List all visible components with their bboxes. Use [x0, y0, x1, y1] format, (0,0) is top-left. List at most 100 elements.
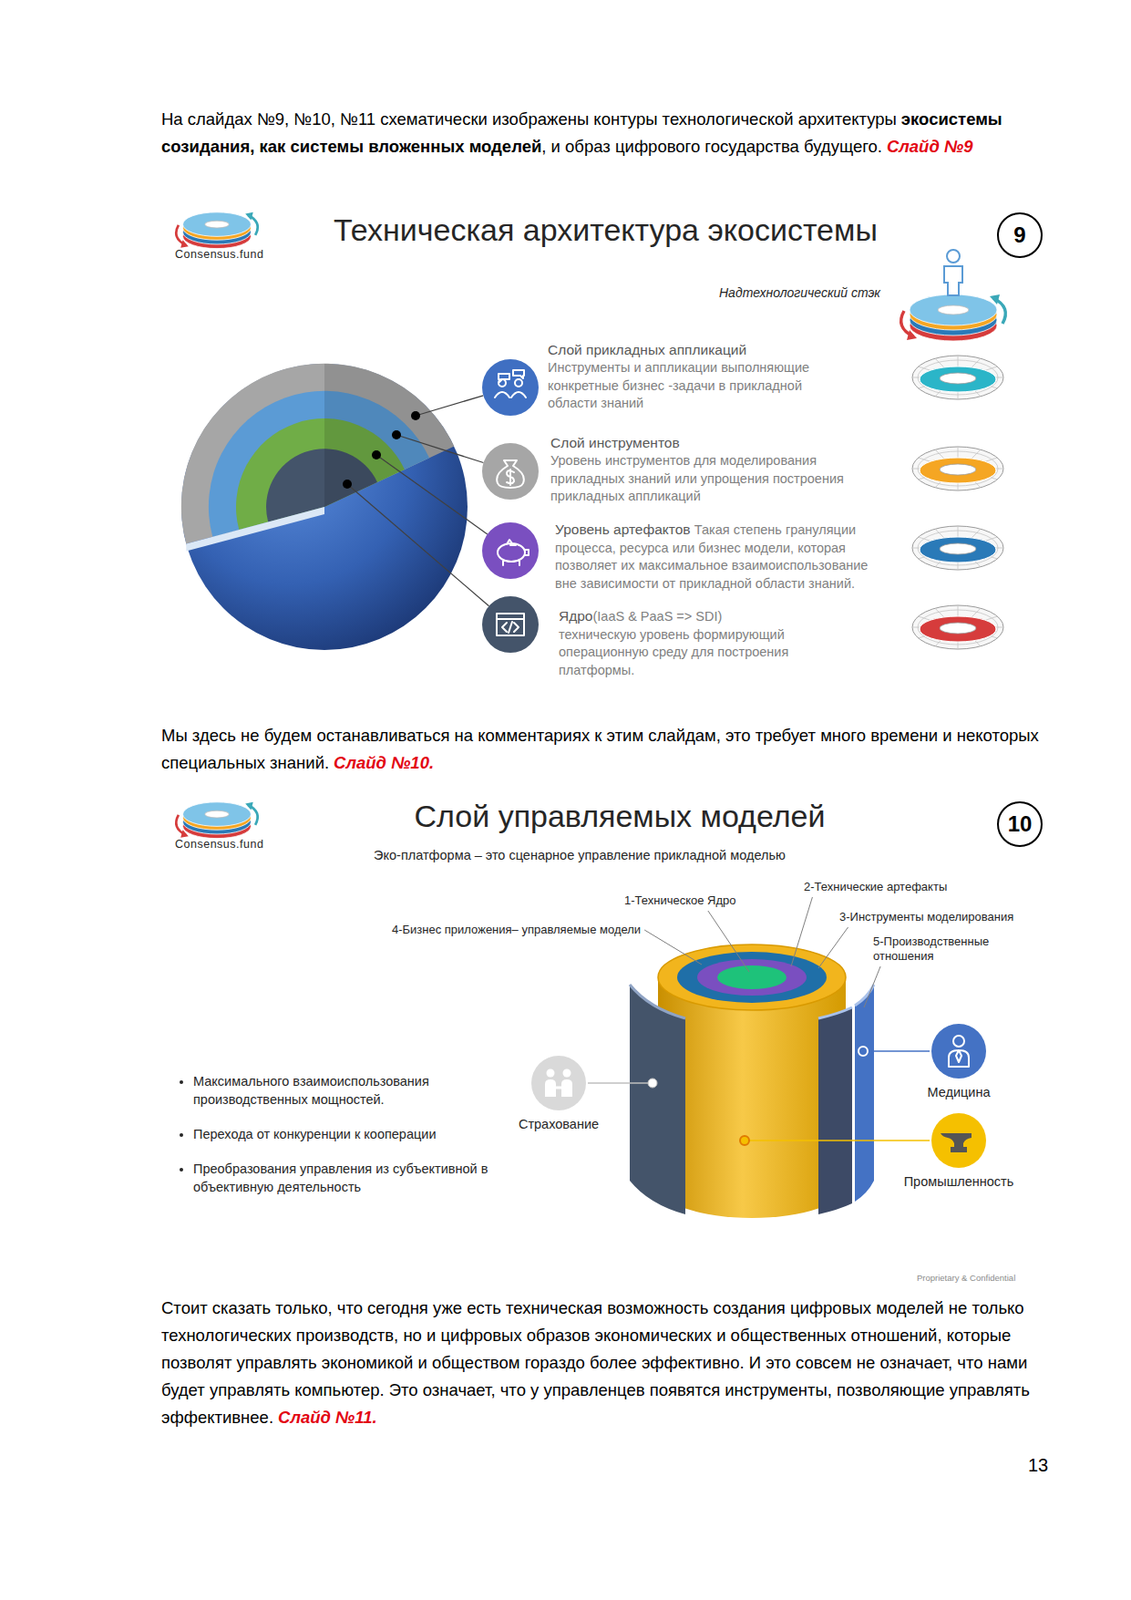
gold-cylinder	[658, 976, 846, 1218]
leader-dot	[371, 450, 381, 460]
paragraph-text: Мы здесь не будем останавливаться на ком…	[161, 725, 1039, 772]
slide-ref: Слайд №9	[886, 136, 974, 156]
logo-torus	[205, 220, 230, 228]
torus-band	[919, 536, 997, 563]
ring-blue	[677, 951, 827, 1003]
leader-line	[415, 395, 484, 416]
torus-band	[919, 616, 997, 642]
leader-line	[396, 434, 484, 463]
leader-dot	[342, 479, 352, 489]
logo-text: Consensus.fund	[174, 837, 264, 851]
industry-icon	[931, 1023, 987, 1079]
anvil-icon	[940, 1132, 972, 1152]
leader-line	[744, 1139, 930, 1142]
slide-subtitle: Эко-платформа – это сценарное управление…	[306, 846, 854, 864]
people-icon	[494, 391, 526, 398]
bag-icon	[506, 469, 515, 485]
slide-ref: Слайд №10.	[333, 752, 434, 772]
text-block: На слайдах №9, №10, №11 схематически изо…	[161, 105, 1050, 161]
layer-text: (IaaS & PaaS => SDI)	[592, 608, 722, 624]
text-block: Уровень артефактовТакая степень грануляц…	[555, 520, 884, 593]
industry-icon	[531, 1055, 587, 1111]
sphere-shade	[324, 363, 454, 507]
bullet-list: Максимального взаимоиспользования произв…	[173, 1071, 504, 1213]
person-body	[944, 266, 963, 296]
bullet-item: Преобразования управления из субъективно…	[193, 1159, 504, 1196]
logo-torus	[205, 810, 230, 818]
wire-torus	[912, 605, 1004, 649]
leader-line	[791, 896, 813, 967]
icon-circle	[531, 1055, 587, 1111]
leader-line	[818, 926, 849, 968]
leader-dot	[858, 1046, 868, 1056]
shell-panel	[818, 1007, 853, 1214]
bullet-item: Перехода от конкуренции к кооперации	[193, 1124, 504, 1143]
stack-torus-arrow	[906, 329, 917, 340]
hands-icon	[555, 1086, 563, 1090]
text-block: Стоит сказать только, что сегодня уже ес…	[161, 1294, 1050, 1431]
slide-ref: Слайд №11.	[277, 1407, 378, 1427]
leader-line	[587, 1081, 651, 1084]
part-label: 2-Технические артефакты	[803, 879, 947, 895]
bullet-text: Максимального взаимоиспользования произв…	[193, 1073, 430, 1107]
logo-torus-arrow	[180, 829, 189, 838]
logo-torus	[183, 801, 252, 827]
bag-icon	[496, 460, 525, 488]
leader-line	[376, 454, 488, 535]
node-label: Медицина	[885, 1083, 1032, 1101]
people-icon	[498, 370, 525, 382]
torus-hole	[939, 372, 977, 384]
hands-icon	[563, 1069, 572, 1078]
stack-torus-arrow	[989, 294, 1000, 305]
torus-hole	[939, 622, 977, 634]
doctor-icon	[948, 1049, 969, 1067]
slide-title: Слой управляемых моделей	[346, 797, 894, 834]
industry-icon	[931, 1112, 987, 1168]
shell-rim	[818, 984, 874, 1018]
leader-dot	[647, 1078, 658, 1088]
layer-text: Уровень инструментов для моделирования п…	[550, 452, 852, 506]
sphere	[181, 363, 468, 650]
stack-torus	[909, 294, 998, 326]
layer-heading: Слой инструментов	[550, 433, 852, 453]
part-label: 4-Бизнес приложения– управляемые модели	[391, 922, 641, 937]
shell-panel	[629, 984, 686, 1214]
logo-torus-arrow	[180, 239, 189, 248]
callout-text: 10	[1007, 811, 1033, 837]
text-block: Слой инструментовУровень инструментов дл…	[550, 433, 852, 506]
hands-icon	[546, 1069, 556, 1078]
doctor-icon	[953, 1035, 965, 1047]
shell-rim	[629, 984, 686, 1018]
leader-line	[863, 1049, 930, 1052]
page-number: 13	[1028, 1454, 1049, 1476]
leader-line	[644, 929, 702, 965]
layer-heading: Уровень артефактов	[555, 521, 691, 537]
person-head	[946, 249, 960, 263]
confidential-note: Proprietary & Confidential	[916, 1272, 1016, 1283]
text-block: Слой прикладных аппликацийИнструменты и …	[547, 340, 854, 413]
callout-number: 9	[997, 212, 1043, 258]
logo-torus-arrow	[245, 212, 254, 221]
paragraph-text: Стоит сказать только, что сегодня уже ес…	[161, 1297, 1030, 1427]
layer-heading: Ядро	[558, 607, 593, 624]
logo-torus	[183, 212, 252, 237]
industry-node: Страхование	[485, 1055, 632, 1132]
logo-text: Consensus.fund	[174, 247, 264, 261]
wire-torus	[912, 446, 1004, 491]
bullet-text: Перехода от конкуренции к кооперации	[193, 1126, 437, 1142]
leader-dot	[411, 411, 421, 421]
callout-text: 9	[1013, 222, 1026, 248]
torus-band	[919, 366, 997, 392]
leader-line	[347, 483, 490, 607]
layer-text: Инструменты и аппликации выполняющие кон…	[547, 359, 854, 413]
bullet-item: Максимального взаимоиспользования произв…	[193, 1071, 504, 1109]
leader-line	[863, 966, 881, 1008]
torus-band	[919, 457, 997, 484]
bullet-text: Преобразования управления из субъективно…	[193, 1161, 488, 1194]
part-label: 5-Производственные отношения	[873, 934, 997, 964]
icon-circle	[482, 522, 539, 579]
text-block: Мы здесь не будем останавливаться на ком…	[161, 721, 1050, 777]
text-block: Ядро(IaaS & PaaS => SDI)техническую уров…	[558, 606, 851, 679]
torus-hole	[939, 543, 977, 555]
